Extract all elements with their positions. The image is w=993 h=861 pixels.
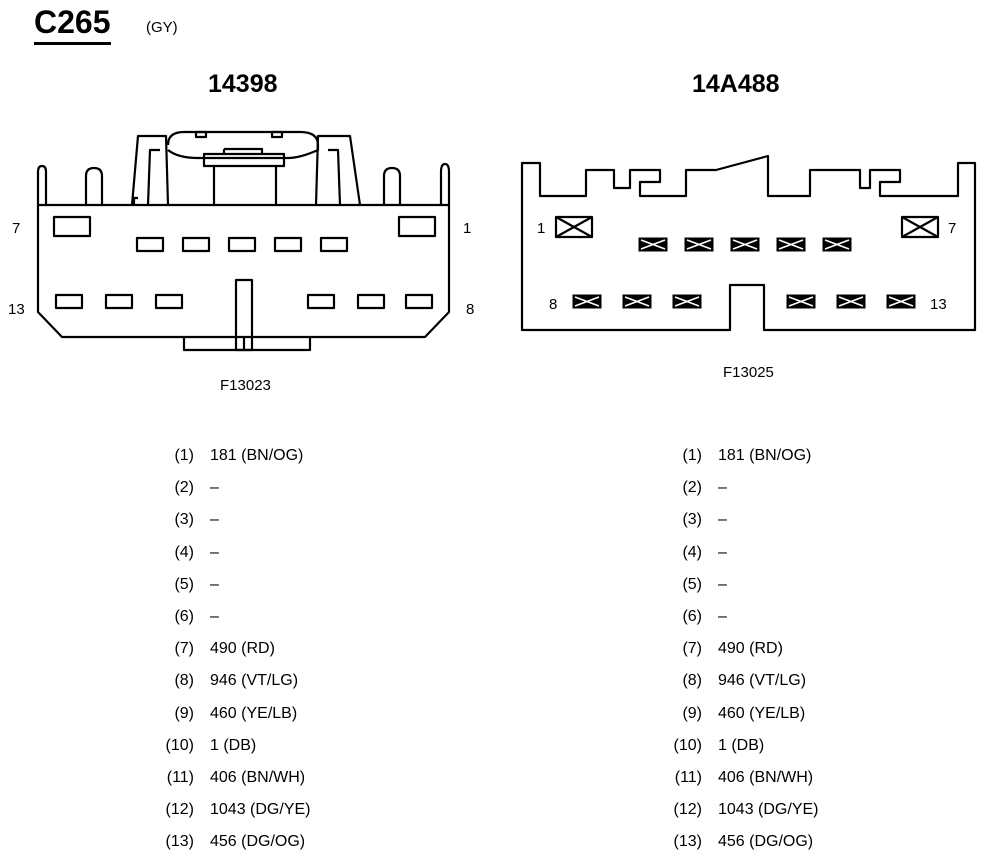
pin-number: (9) [682,704,702,722]
pin-row: (13) 456 (DG/OG) [674,831,814,853]
left-part-number: 14398 [208,70,278,98]
circuit-value: – [718,543,727,561]
pin-row: (12) 1043 (DG/YE) [674,799,819,821]
left-pin-label-bottom-left: 13 [8,301,25,318]
pin-row: (7) 490 (RD) [682,638,783,660]
circuit-value: – [210,479,219,497]
pin-table-right: (1)181 (BN/OG)(2)–(3)–(4)–(5)–(6)–(7)490… [674,445,978,855]
pin-row: (8) 946 (VT/LG) [682,670,807,692]
pin-row: (6)– [174,606,219,628]
pin-number: (3) [174,511,194,529]
circuit-value: – [718,575,727,593]
pin-number: (7) [682,640,702,658]
pin-number: (8) [682,672,702,690]
pin-number: (4) [682,543,702,561]
circuit-value: – [718,511,727,529]
pin-row: (13) 456 (DG/OG) [166,831,306,853]
circuit-value: – [718,608,727,625]
right-pin-label-top-left: 1 [537,220,546,237]
right-figure-id: F13025 [723,364,774,381]
pin-row: (8) 946 (VT/LG) [174,670,299,692]
connector-id: C265 [34,2,111,45]
pin-row: (1) 181 (BN/OG) [682,445,812,467]
left-pin-label-top-left: 7 [12,220,21,237]
pin-number: (5) [682,575,702,593]
pin-row: (11) 406 (BN/WH) [167,767,306,789]
circuit-value: – [210,608,219,625]
circuit-value: 1 (DB) [718,736,765,754]
circuit-value: – [210,543,219,561]
circuit-value: – [210,511,219,529]
pin-number: (13) [673,833,702,851]
pin-row: (3)– [682,509,727,531]
right-connector-cavities [572,237,916,309]
pin-row: (9) 460 (YE/LB) [174,703,298,725]
pin-row: (12) 1043 (DG/YE) [166,799,311,821]
pin-number: (11) [166,769,194,786]
pin-row: (7) 490 (RD) [174,638,275,660]
pin-number: (13) [165,833,194,851]
circuit-value: 1043 (DG/YE) [210,801,311,819]
circuit-value: 406 (BN/WH) [210,769,306,786]
pin-number: (12) [673,801,702,819]
pin-number: (1) [174,447,194,464]
circuit-value: 181 (BN/OG) [718,447,812,464]
pin-number: (3) [682,511,702,529]
circuit-value: 946 (VT/LG) [718,672,807,690]
pin-row: (2)– [174,477,219,499]
circuit-value: – [718,479,727,497]
circuit-value: 406 (BN/WH) [718,769,814,786]
connector-color-code: (GY) [146,19,178,36]
pin-number: (7) [174,640,194,658]
pin-number: (10) [165,736,194,754]
pin-row: (4)– [174,542,219,564]
circuit-value: 946 (VT/LG) [210,672,299,690]
pin-row: (3)– [174,509,219,531]
pin-row: (10) 1 (DB) [674,735,765,757]
left-figure-id: F13023 [220,377,271,394]
circuit-value: 490 (RD) [210,640,275,658]
circuit-value: 456 (DG/OG) [210,833,306,851]
right-pin-label-bottom-right: 13 [930,296,947,313]
pin-number: (2) [174,479,194,497]
circuit-value: 181 (BN/OG) [210,447,304,464]
right-part-number: 14A488 [692,70,780,98]
circuit-value: – [210,575,219,593]
pin-number: (6) [682,608,702,625]
circuit-value: 1043 (DG/YE) [718,801,819,819]
circuit-value: 460 (YE/LB) [210,704,298,722]
pin-number: (1) [682,447,702,464]
right-connector-housing [520,154,977,332]
right-pin-label-bottom-left: 8 [549,296,558,313]
pin-row: (11) 406 (BN/WH) [675,767,814,789]
pin-row: (10) 1 (DB) [166,735,257,757]
pin-number: (8) [174,672,194,690]
pin-row: (1) 181 (BN/OG) [174,445,304,467]
pin-row: (6)– [682,606,727,628]
pin-number: (5) [174,575,194,593]
pin-row: (9) 460 (YE/LB) [682,703,806,725]
pin-table-left: (1)181 (BN/OG)(2)–(3)–(4)–(5)–(6)–(7)490… [166,445,510,855]
right-pin-label-top-right: 7 [948,220,957,237]
left-connector-housing [36,130,451,352]
pin-number: (12) [165,801,194,819]
pin-number: (11) [674,769,702,786]
pin-number: (9) [174,704,194,722]
left-pin-label-bottom-right: 8 [466,301,475,318]
pin-number: (4) [174,543,194,561]
pin-row: (4)– [682,542,727,564]
pin-row: (5)– [682,574,727,596]
circuit-value: 456 (DG/OG) [718,833,814,851]
circuit-value: 490 (RD) [718,640,783,658]
circuit-value: 460 (YE/LB) [718,704,806,722]
left-pin-label-top-right: 1 [463,220,472,237]
pin-row: (2)– [682,477,727,499]
pin-row: (5)– [174,574,219,596]
circuit-value: 1 (DB) [210,736,257,754]
pin-number: (2) [682,479,702,497]
pin-number: (6) [174,608,194,625]
pin-number: (10) [673,736,702,754]
